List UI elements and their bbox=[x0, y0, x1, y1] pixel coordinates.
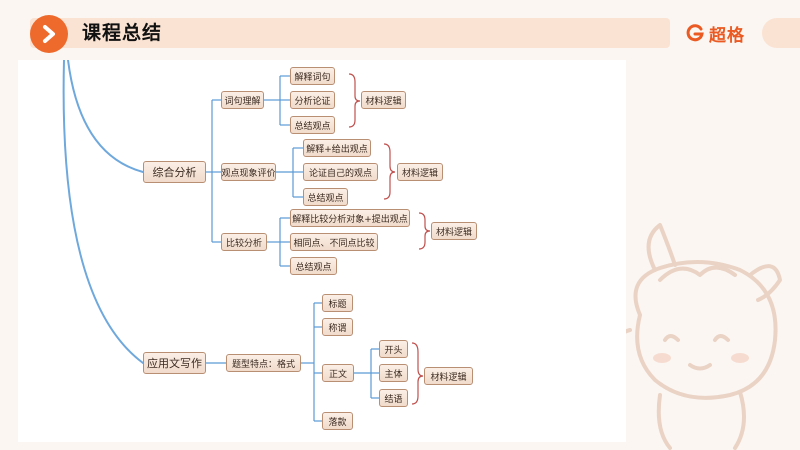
node-item: 主体 bbox=[379, 364, 408, 382]
node-item: 总结观点 bbox=[290, 116, 335, 134]
node-item: 总结观点 bbox=[303, 188, 348, 206]
node-note: 材料逻辑 bbox=[431, 222, 477, 240]
node-item: 解释+给出观点 bbox=[303, 139, 371, 157]
node-item: 标题 bbox=[322, 294, 353, 312]
node-item: 开头 bbox=[379, 340, 408, 358]
node-item: 正文 bbox=[322, 364, 354, 382]
node-group-evaluation: 观点现象评价 bbox=[221, 163, 276, 181]
node-writing: 应用文写作 bbox=[143, 352, 206, 374]
mindmap-connectors bbox=[62, 60, 431, 422]
node-item: 相同点、不同点比较 bbox=[290, 233, 378, 251]
node-group-comparison: 比较分析 bbox=[221, 233, 267, 251]
node-item: 称谓 bbox=[322, 318, 353, 336]
brand-name: 超格 bbox=[709, 25, 745, 46]
brand-logo: 超格 bbox=[686, 20, 745, 46]
node-item: 解释词句 bbox=[290, 67, 335, 85]
node-item: 解释比较分析对象+提出观点 bbox=[290, 209, 410, 227]
node-item: 分析论证 bbox=[290, 91, 335, 109]
node-note: 材料逻辑 bbox=[397, 163, 443, 181]
page-title: 课程总结 bbox=[82, 22, 163, 44]
chevron-right-icon bbox=[30, 15, 68, 53]
node-writing-feature: 题型特点：格式 bbox=[226, 354, 301, 372]
node-group-wording: 词句理解 bbox=[221, 91, 264, 109]
brand-g-icon bbox=[686, 24, 704, 42]
header-band bbox=[30, 18, 670, 48]
node-note: 材料逻辑 bbox=[424, 367, 473, 385]
node-item: 结语 bbox=[379, 389, 408, 407]
node-item: 落款 bbox=[322, 412, 353, 430]
node-note: 材料逻辑 bbox=[361, 91, 406, 109]
mindmap-panel: 综合分析 词句理解 解释词句 分析论证 总结观点 材料逻辑 观点现象评价 解释+… bbox=[18, 60, 626, 442]
node-synthesis: 综合分析 bbox=[143, 161, 206, 183]
node-item: 总结观点 bbox=[290, 257, 337, 275]
mascot-illustration bbox=[614, 223, 782, 450]
node-item: 论证自己的观点 bbox=[303, 163, 378, 181]
header-pill bbox=[762, 18, 800, 48]
